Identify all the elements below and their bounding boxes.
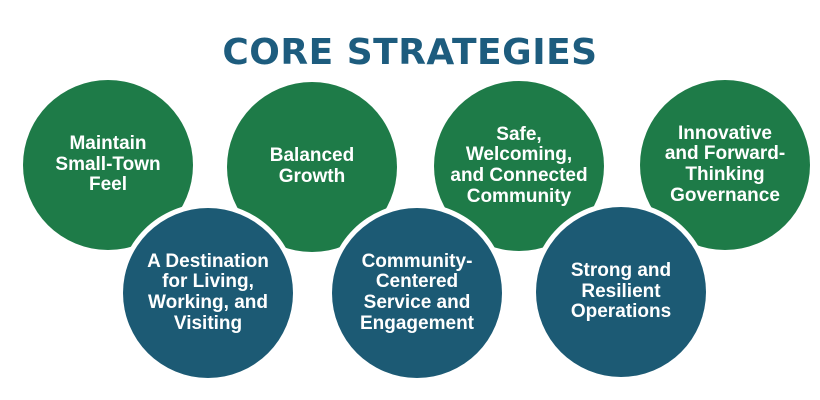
strategy-label: Balanced Growth [269,145,355,187]
strategy-circle-safe-welcoming-connected-community: Safe, Welcoming, and Connected Community [434,81,604,251]
strategy-label: Strong and Resilient Operations [570,260,672,323]
strategy-label: Safe, Welcoming, and Connected Community [450,123,588,207]
strategy-label: Innovative and Forward- Thinking Governa… [664,122,786,206]
strategy-circle-community-centered-service-engagement: Community- Centered Service and Engageme… [332,208,502,378]
strategy-circle-maintain-small-town-feel: Maintain Small-Town Feel [23,80,193,250]
strategy-label: A Destination for Living, Working, and V… [147,250,269,334]
strategy-label: Maintain Small-Town Feel [55,133,161,196]
strategy-label: Community- Centered Service and Engageme… [359,250,475,334]
strategy-circle-destination-living-working-visiting: A Destination for Living, Working, and V… [123,208,293,378]
strategy-circle-strong-resilient-operations: Strong and Resilient Operations [536,207,706,377]
page-title: CORE STRATEGIES [222,32,598,74]
